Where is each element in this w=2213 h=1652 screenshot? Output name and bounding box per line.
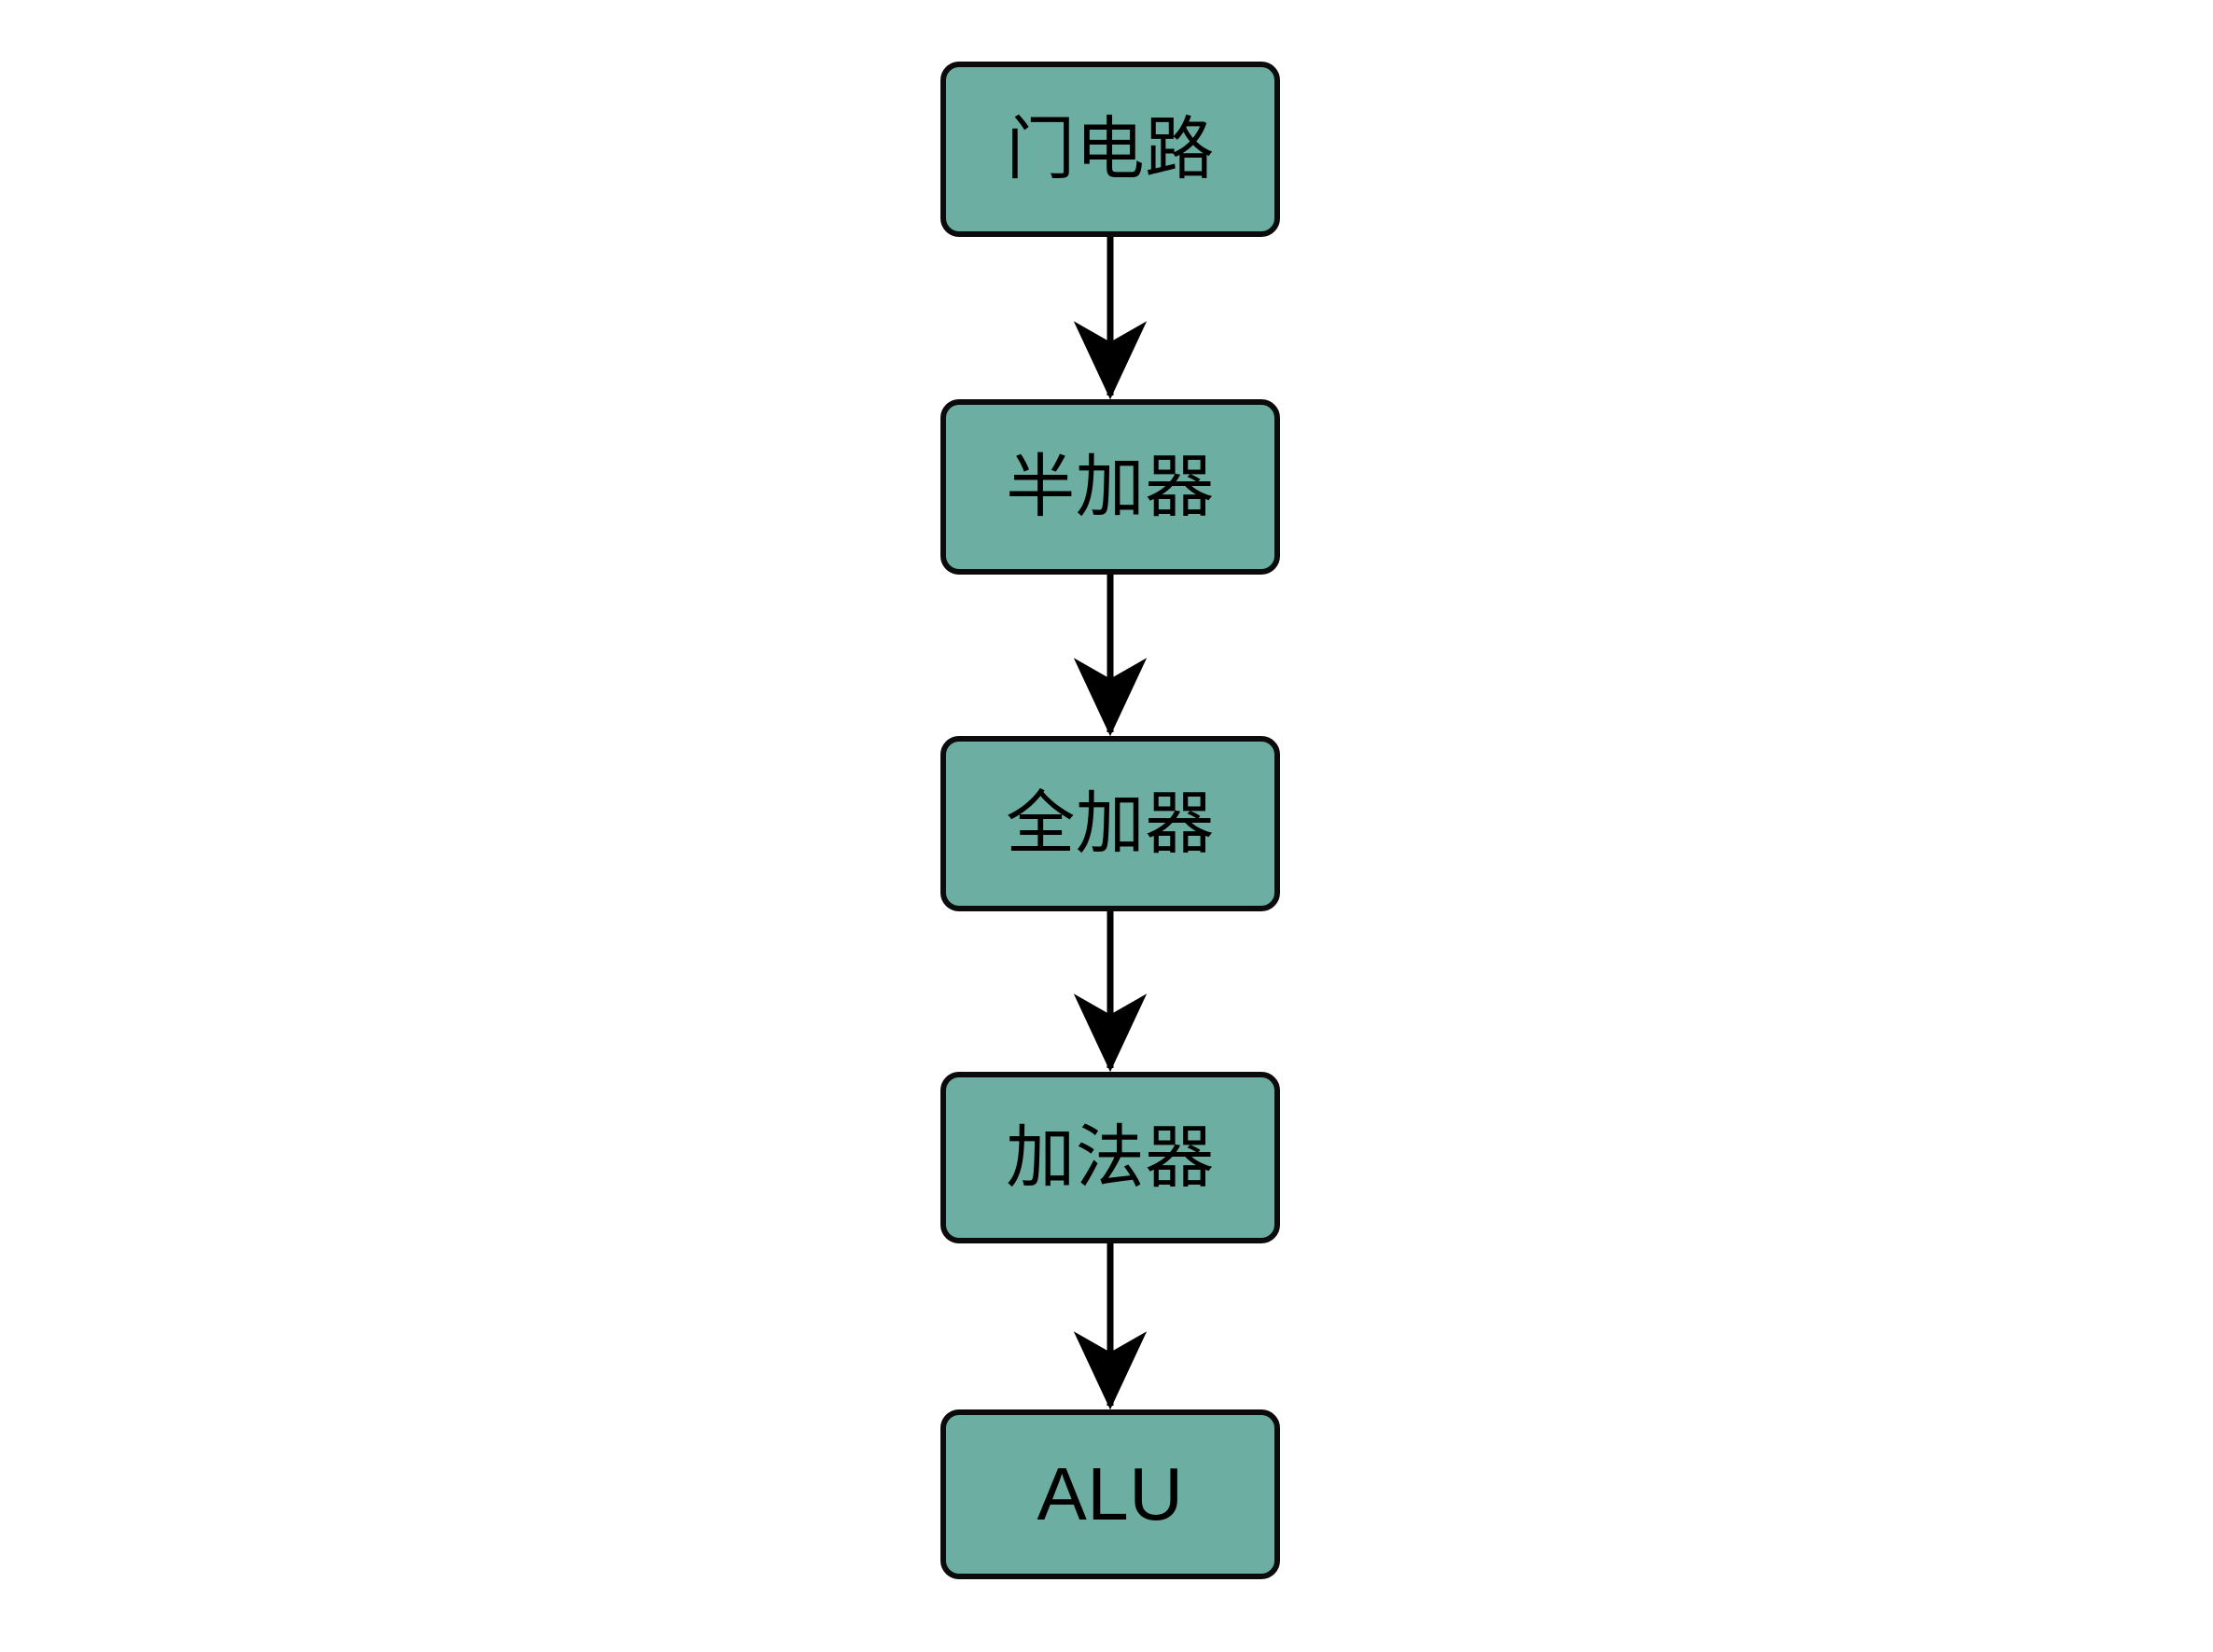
flow-node-label: 半加器 — [1006, 447, 1215, 527]
flow-node-gate-circuit[interactable]: 门电路 — [940, 62, 1280, 237]
flow-node-alu[interactable]: ALU — [940, 1409, 1280, 1579]
flow-node-label: 全加器 — [1006, 784, 1215, 864]
flow-node-half-adder[interactable]: 半加器 — [940, 399, 1280, 575]
flow-node-adder[interactable]: 加法器 — [940, 1072, 1280, 1243]
flow-node-label: 加法器 — [1006, 1118, 1215, 1198]
flow-node-full-adder[interactable]: 全加器 — [940, 736, 1280, 911]
flow-node-label: 门电路 — [1006, 109, 1215, 189]
flow-node-label: ALU — [1037, 1452, 1184, 1535]
